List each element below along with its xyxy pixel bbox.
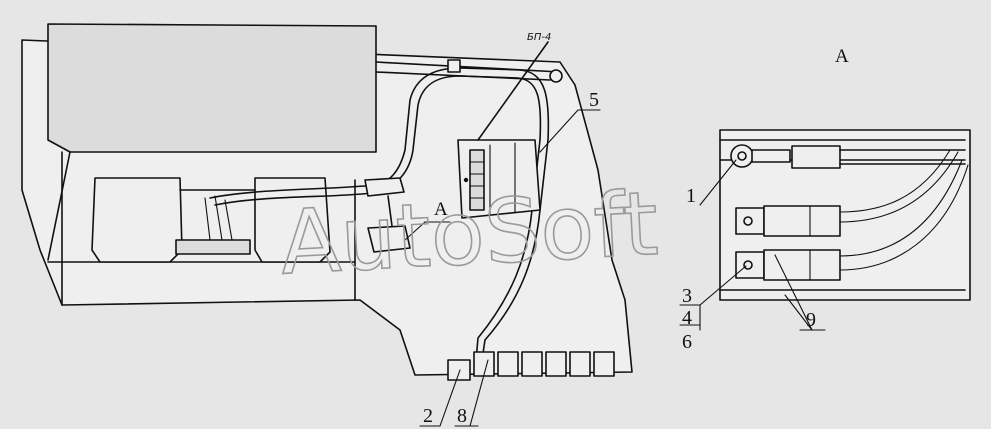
callout-5: 5 [589,89,599,111]
callout-9: 9 [806,309,816,331]
view-label-detail: A [835,46,849,67]
callout-2: 2 [423,405,433,427]
view-label-main: A [434,199,448,220]
tank-assembly [91,177,331,263]
part-code-label: БП-4 [527,32,551,43]
callout-3: 3 [682,285,692,307]
callout-6: 6 [682,331,692,353]
watermark-text: AutoSoft [278,172,661,295]
callout-8: 8 [457,405,467,427]
callout-1: 1 [686,185,696,207]
callout-4: 4 [682,307,692,329]
leader-lines [404,109,826,427]
wire-harness [209,41,563,361]
fuse-row [447,351,615,381]
detail-view-a [719,129,971,301]
